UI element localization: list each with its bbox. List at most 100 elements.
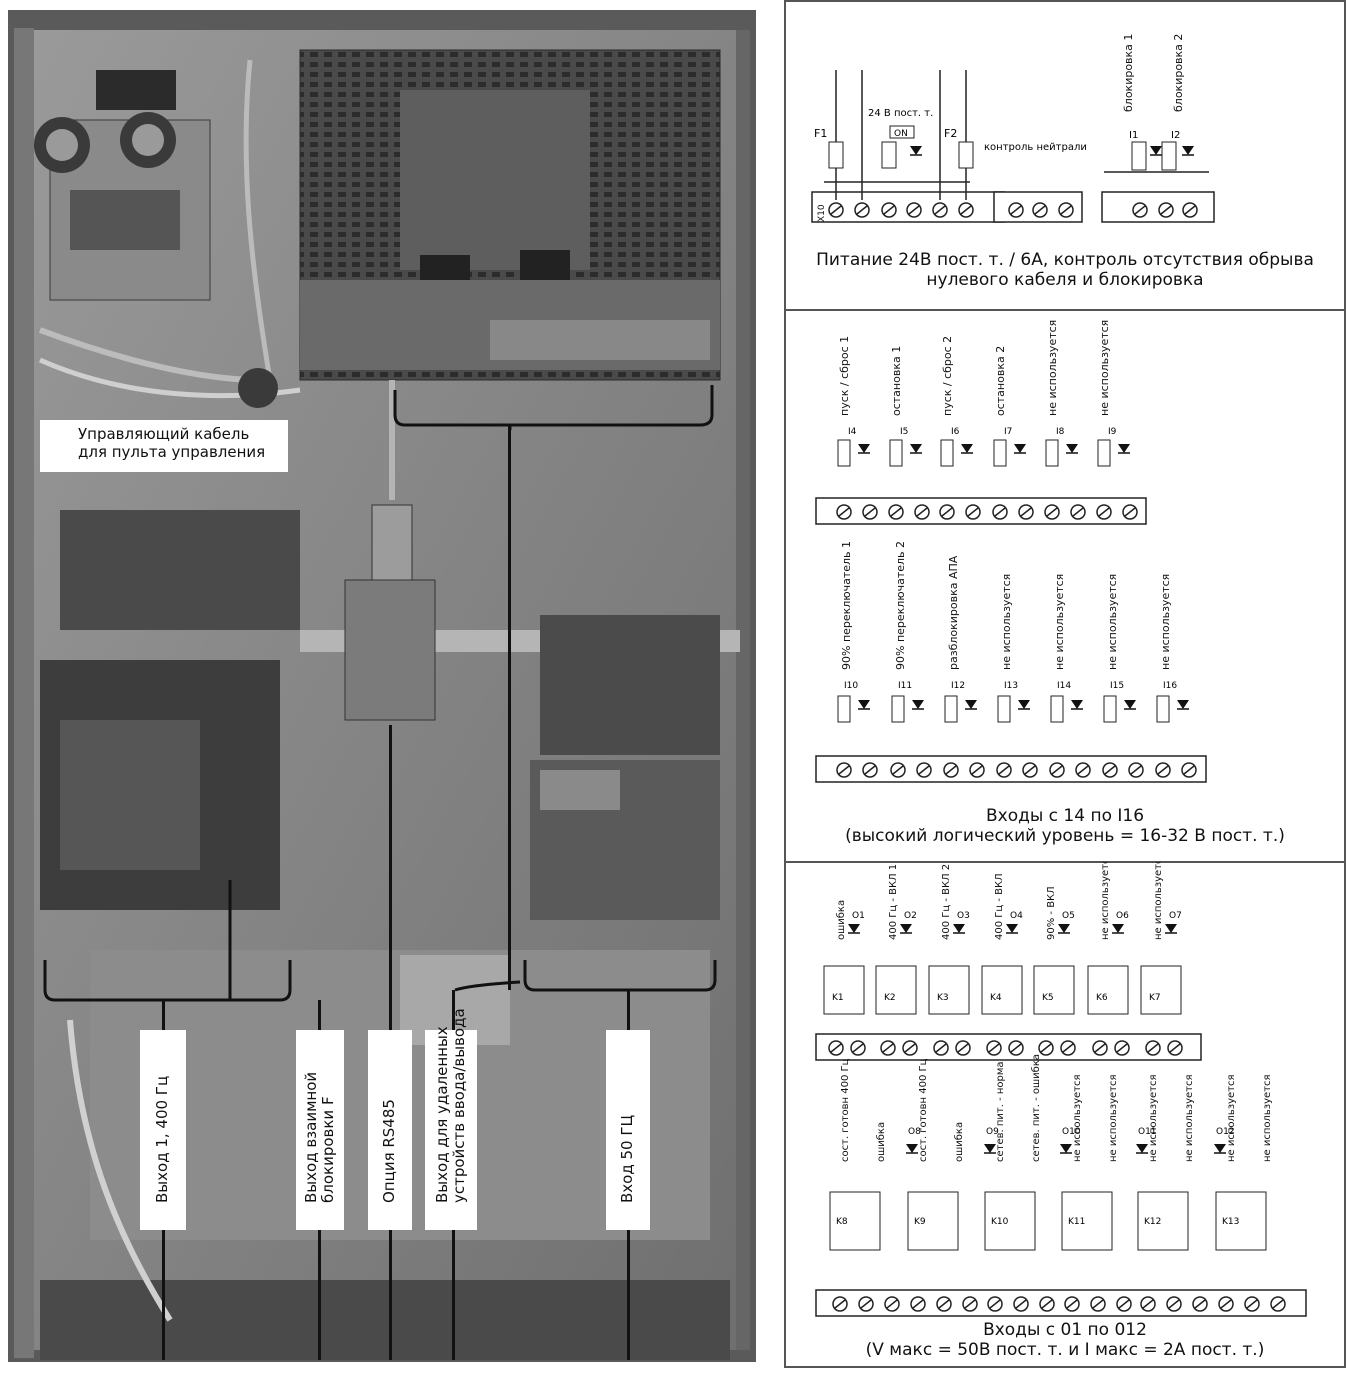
input-i1 bbox=[1131, 141, 1147, 171]
block2-label: блокировка 2 bbox=[1172, 34, 1185, 112]
cabinet-illustration bbox=[8, 10, 756, 1362]
diode-symbol bbox=[1118, 444, 1130, 453]
input-label: не используется bbox=[1159, 574, 1172, 670]
input-resistor bbox=[997, 695, 1011, 723]
output-name: O3 bbox=[957, 911, 970, 921]
fuse-f2-label: F2 bbox=[944, 127, 957, 140]
terminal-x10-label: X10 bbox=[817, 204, 827, 222]
relay-box bbox=[1061, 1191, 1113, 1251]
on-label: ON bbox=[894, 129, 908, 139]
input-i2-label: I2 bbox=[1171, 130, 1180, 141]
input-name: I11 bbox=[898, 681, 912, 691]
screw-slot bbox=[1118, 1299, 1130, 1309]
panel1-caption-line1: Питание 24В пост. т. / 6А, контроль отсу… bbox=[816, 250, 1314, 270]
screw-slot bbox=[1116, 1043, 1128, 1053]
relay-name: K4 bbox=[990, 993, 1002, 1003]
input-label: не используется bbox=[1046, 320, 1059, 416]
screw-slot bbox=[1157, 765, 1169, 775]
screw-slot bbox=[941, 507, 953, 517]
output-name: O2 bbox=[904, 911, 917, 921]
screw-slot bbox=[838, 765, 850, 775]
relay-box bbox=[823, 965, 865, 1015]
diode-symbol bbox=[1006, 924, 1018, 933]
input-name: I9 bbox=[1108, 427, 1117, 437]
output-name: O12 bbox=[1216, 1127, 1235, 1137]
control-cable-callout: Управляющий кабель для пульта управления bbox=[40, 420, 288, 472]
panel3-caption-line2: (V макс = 50В пост. т. и I макс = 2А пос… bbox=[865, 1340, 1265, 1360]
screw-slot bbox=[1077, 765, 1089, 775]
input-resistor bbox=[837, 439, 851, 467]
output-label: ошибка bbox=[876, 1122, 887, 1162]
relay-name: K7 bbox=[1149, 993, 1161, 1003]
relay-name: K1 bbox=[832, 993, 844, 1003]
terminal-strip-x14 bbox=[815, 1033, 1202, 1061]
screw-slot bbox=[908, 205, 920, 215]
output-label: не используется bbox=[1226, 1074, 1237, 1162]
rs485-label: Опция RS485 bbox=[380, 1099, 398, 1203]
screw-slot bbox=[1098, 507, 1110, 517]
screw-slot bbox=[1124, 507, 1136, 517]
input-label: не используется bbox=[1000, 574, 1013, 670]
screw-slot bbox=[1130, 765, 1142, 775]
input-label: остановка 2 bbox=[994, 346, 1007, 416]
screw-slot bbox=[883, 205, 895, 215]
interlock-callout: Выход взаимной блокировки F bbox=[296, 1030, 344, 1230]
panel1-caption-line2: нулевого кабеля и блокировка bbox=[926, 270, 1204, 290]
output-label: не используется bbox=[1100, 862, 1111, 940]
input-name: I8 bbox=[1056, 427, 1065, 437]
relay-box bbox=[829, 1191, 881, 1251]
input-name: I16 bbox=[1163, 681, 1177, 691]
callout-line-remote-upper bbox=[508, 425, 511, 990]
relay-name: K12 bbox=[1144, 1217, 1161, 1227]
input-name: I4 bbox=[848, 427, 857, 437]
screw-slot bbox=[989, 1299, 1001, 1309]
diode-symbol bbox=[1112, 924, 1124, 933]
voltage-label: 24 В пост. т. bbox=[868, 108, 933, 119]
diode-symbol bbox=[1058, 924, 1070, 933]
rs485-callout: Опция RS485 bbox=[368, 1030, 412, 1230]
screw-slot bbox=[1169, 1043, 1181, 1053]
output-label: не используется bbox=[1148, 1074, 1159, 1162]
relay-box bbox=[1137, 1191, 1189, 1251]
screw-slot bbox=[1184, 205, 1196, 215]
screw-slot bbox=[945, 765, 957, 775]
screw-slot bbox=[1034, 205, 1046, 215]
screw-slot bbox=[864, 765, 876, 775]
diode-symbol bbox=[1136, 1144, 1148, 1153]
screw-slot bbox=[1015, 1299, 1027, 1309]
screw-slot bbox=[967, 507, 979, 517]
screw-slot bbox=[1160, 205, 1172, 215]
remote-io-label-2: устройств ввода/вывода bbox=[450, 1008, 468, 1203]
output-label: ошибка bbox=[836, 900, 847, 940]
input-name: I6 bbox=[951, 427, 960, 437]
fuse-f1 bbox=[828, 141, 844, 169]
remote-io-callout: Выход для удаленных устройств ввода/выво… bbox=[425, 1008, 477, 1230]
relay-box bbox=[907, 1191, 959, 1251]
screw-slot bbox=[1062, 1043, 1074, 1053]
relay-name: K10 bbox=[991, 1217, 1009, 1227]
screw-slot bbox=[856, 205, 868, 215]
on-resistor bbox=[881, 141, 897, 169]
panel3-caption: Входы с 01 по 012 (V макс = 50В пост. т.… bbox=[784, 1320, 1346, 1360]
screw-slot bbox=[1134, 205, 1146, 215]
input-label: не используется bbox=[1106, 574, 1119, 670]
screw-slot bbox=[1046, 507, 1058, 517]
screw-slot bbox=[838, 507, 850, 517]
screw-slot bbox=[1094, 1043, 1106, 1053]
input-name: I7 bbox=[1004, 427, 1012, 437]
relay-box bbox=[981, 965, 1023, 1015]
relay-box bbox=[1140, 965, 1182, 1015]
input-resistor bbox=[837, 695, 851, 723]
panel3-caption-line1: Входы с 01 по 012 bbox=[983, 1320, 1147, 1340]
screw-slot bbox=[912, 1299, 924, 1309]
output-label: сетев. пит. - норма bbox=[995, 1061, 1006, 1162]
output-label: ошибка bbox=[954, 1122, 965, 1162]
input-resistor bbox=[1103, 695, 1117, 723]
output-label: не используется bbox=[1153, 862, 1164, 940]
screw-slot bbox=[892, 765, 904, 775]
screw-slot bbox=[886, 1299, 898, 1309]
relay-name: K13 bbox=[1222, 1217, 1239, 1227]
relay-box bbox=[928, 965, 970, 1015]
screw-slot bbox=[918, 765, 930, 775]
screw-slot bbox=[934, 205, 946, 215]
